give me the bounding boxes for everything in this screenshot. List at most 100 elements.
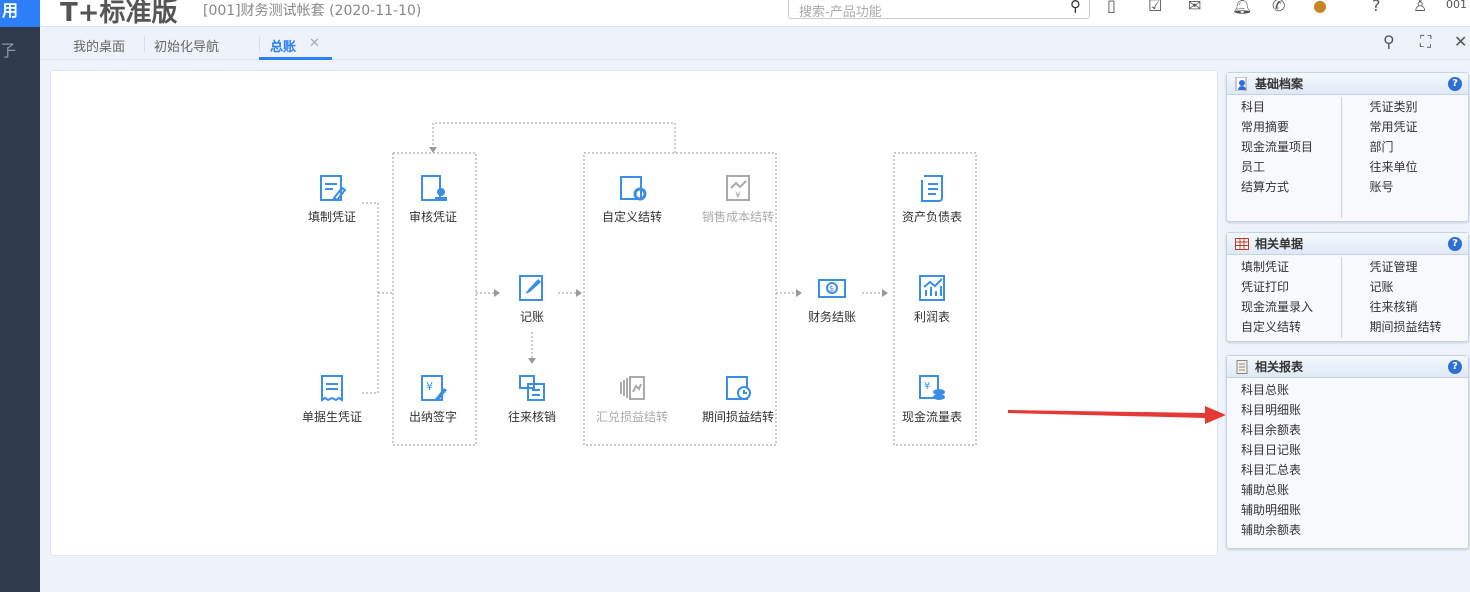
svg-text:¥: ¥ xyxy=(735,191,741,201)
mascot-icon[interactable]: ● xyxy=(1313,0,1327,15)
clock-doc-icon xyxy=(726,376,751,400)
node-label: 记账 xyxy=(519,310,544,324)
node-label: 销售成本结转 xyxy=(701,210,774,224)
tab-close-icon[interactable]: ✕ xyxy=(309,36,320,51)
node-label: 出纳签字 xyxy=(408,410,457,424)
link-cash-flow-entry[interactable]: 现金流量录入 xyxy=(1241,300,1314,314)
tab-divider xyxy=(259,36,260,52)
bill-icon xyxy=(321,375,343,402)
scroll-icon xyxy=(921,175,943,202)
basic-records-card: 基础档案? 科目常用摘要现金流量项目员工结算方式 凭证类别常用凭证部门往来单位账… xyxy=(1226,72,1469,222)
link-employee[interactable]: 员工 xyxy=(1241,160,1266,174)
related-docs-card: 相关单据? 填制凭证凭证打印现金流量录入自定义结转 凭证管理记账往来核销期间损益… xyxy=(1226,232,1469,342)
link-post[interactable]: 记账 xyxy=(1369,280,1394,294)
active-tab-indicator xyxy=(259,57,332,60)
report-icon xyxy=(1236,360,1248,374)
notification-icon[interactable]: 🔔︎ xyxy=(1232,0,1253,15)
node-audit-voucher[interactable]: 审核凭证 xyxy=(383,172,483,225)
node-cash-flow[interactable]: ¥ 现金流量表 xyxy=(882,372,982,425)
link-write-off[interactable]: 往来核销 xyxy=(1369,300,1418,314)
tab-general-ledger[interactable]: 总账 xyxy=(270,40,297,55)
message-icon[interactable]: ✉ xyxy=(1188,0,1202,15)
link-settlement[interactable]: 结算方式 xyxy=(1241,180,1290,194)
user-icon[interactable]: ♙ xyxy=(1413,0,1428,15)
search-icon[interactable]: ⚲ xyxy=(1383,32,1395,51)
node-custom-transfer[interactable]: 自定义结转 xyxy=(582,172,682,225)
tab-bar: 我的桌面 初始化导航 总账 ✕ ⚲ ⛶ ✕ xyxy=(40,27,1470,60)
link-bank-account[interactable]: 账号 xyxy=(1369,180,1394,194)
link-aux-balance[interactable]: 辅助余额表 xyxy=(1241,523,1302,537)
tab-init-guide[interactable]: 初始化导航 xyxy=(154,40,220,55)
node-label: 期间损益结转 xyxy=(701,410,774,424)
help-icon[interactable]: ? xyxy=(1448,360,1462,374)
link-common-summary[interactable]: 常用摘要 xyxy=(1241,120,1290,134)
help-icon[interactable]: ? xyxy=(1372,0,1381,15)
node-label: 现金流量表 xyxy=(901,410,962,424)
link-common-voucher[interactable]: 常用凭证 xyxy=(1369,120,1418,134)
audit-icon xyxy=(421,175,447,201)
link-custom-transfer[interactable]: 自定义结转 xyxy=(1241,320,1302,334)
link-aux-detail[interactable]: 辅助明细账 xyxy=(1241,503,1302,517)
link-period-transfer[interactable]: 期间损益结转 xyxy=(1369,320,1442,334)
node-fill-voucher[interactable]: 填制凭证 xyxy=(282,172,382,225)
link-fill-voucher[interactable]: 填制凭证 xyxy=(1241,260,1290,274)
link-summary[interactable]: 科目汇总表 xyxy=(1241,463,1302,477)
link-account-subject[interactable]: 科目 xyxy=(1241,100,1266,114)
node-label: 资产负债表 xyxy=(901,210,962,224)
node-cashier-sign[interactable]: ¥ 出纳签字 xyxy=(383,372,483,425)
bar-chart-icon xyxy=(919,275,945,301)
top-bar: 用 T+标准版 [001]财务测试帐套 (2020-11-10) 搜索-产品功能… xyxy=(0,0,1470,28)
node-label: 单据生凭证 xyxy=(301,410,362,424)
card-title: 相关报表 xyxy=(1255,360,1304,374)
node-post[interactable]: 记账 xyxy=(482,272,582,325)
link-voucher-type[interactable]: 凭证类别 xyxy=(1369,100,1418,114)
money-icon: $ xyxy=(818,279,846,298)
write-off-icon xyxy=(519,375,545,401)
sidebar-item[interactable]: 孒 xyxy=(0,41,17,60)
help-icon[interactable]: ? xyxy=(1448,237,1462,251)
link-balance[interactable]: 科目余额表 xyxy=(1241,423,1302,437)
tab-divider xyxy=(144,36,145,52)
related-reports-card: 相关报表? 科目总账科目明细账科目余额表科目日记账科目汇总表辅助总账辅助明细账辅… xyxy=(1226,355,1469,549)
exchange-icon xyxy=(620,376,645,400)
node-write-off[interactable]: 往来核销 xyxy=(482,372,582,425)
node-label: 填制凭证 xyxy=(307,210,356,224)
link-aux-ledger[interactable]: 辅助总账 xyxy=(1241,483,1290,497)
node-balance-sheet[interactable]: 资产负债表 xyxy=(882,172,982,225)
node-bill-voucher[interactable]: 单据生凭证 xyxy=(282,372,382,425)
node-income-statement[interactable]: 利润表 xyxy=(882,272,982,325)
person-doc-icon xyxy=(1235,77,1247,91)
account-info: [001]财务测试帐套 (2020-11-10) xyxy=(203,3,422,19)
voucher-edit-icon xyxy=(320,175,347,202)
node-label: 自定义结转 xyxy=(601,210,662,224)
link-voucher-manage[interactable]: 凭证管理 xyxy=(1369,260,1418,274)
card-title: 相关单据 xyxy=(1255,237,1304,251)
node-close[interactable]: $财务结账 xyxy=(782,272,882,325)
link-cash-flow-item[interactable]: 现金流量项目 xyxy=(1241,140,1314,154)
fullscreen-icon[interactable]: ⛶ xyxy=(1420,32,1432,51)
svg-text:¥: ¥ xyxy=(426,380,433,393)
search-icon[interactable]: ⚲ xyxy=(1070,0,1081,15)
node-exchange-transfer[interactable]: 汇兑损益结转 xyxy=(582,372,682,425)
link-print-voucher[interactable]: 凭证打印 xyxy=(1241,280,1290,294)
user-name[interactable]: 001 xyxy=(1446,0,1467,11)
svg-text:¥: ¥ xyxy=(924,381,930,392)
link-detail-ledger[interactable]: 科目明细账 xyxy=(1241,403,1302,417)
coins-icon: ¥ xyxy=(919,375,945,400)
phone-icon[interactable]: ✆ xyxy=(1272,0,1286,15)
app-logo[interactable]: 用 xyxy=(0,0,40,27)
link-department[interactable]: 部门 xyxy=(1369,140,1394,154)
task-list-icon[interactable]: ☑ xyxy=(1148,0,1163,15)
node-sales-cost-transfer[interactable]: ¥ 销售成本结转 xyxy=(688,172,788,225)
link-ledger[interactable]: 科目总账 xyxy=(1241,383,1290,397)
search-input[interactable]: 搜索-产品功能⚲ xyxy=(788,0,1090,20)
gear-doc-icon xyxy=(620,176,647,201)
tab-desktop[interactable]: 我的桌面 xyxy=(73,40,126,55)
help-icon[interactable]: ? xyxy=(1448,77,1462,91)
close-icon[interactable]: ✕ xyxy=(1454,32,1468,51)
link-partner[interactable]: 往来单位 xyxy=(1369,160,1418,174)
link-journal[interactable]: 科目日记账 xyxy=(1241,443,1302,457)
calculator-icon[interactable]: ▯ xyxy=(1107,0,1116,15)
node-label: 审核凭证 xyxy=(408,210,457,224)
node-period-transfer[interactable]: 期间损益结转 xyxy=(688,372,788,425)
